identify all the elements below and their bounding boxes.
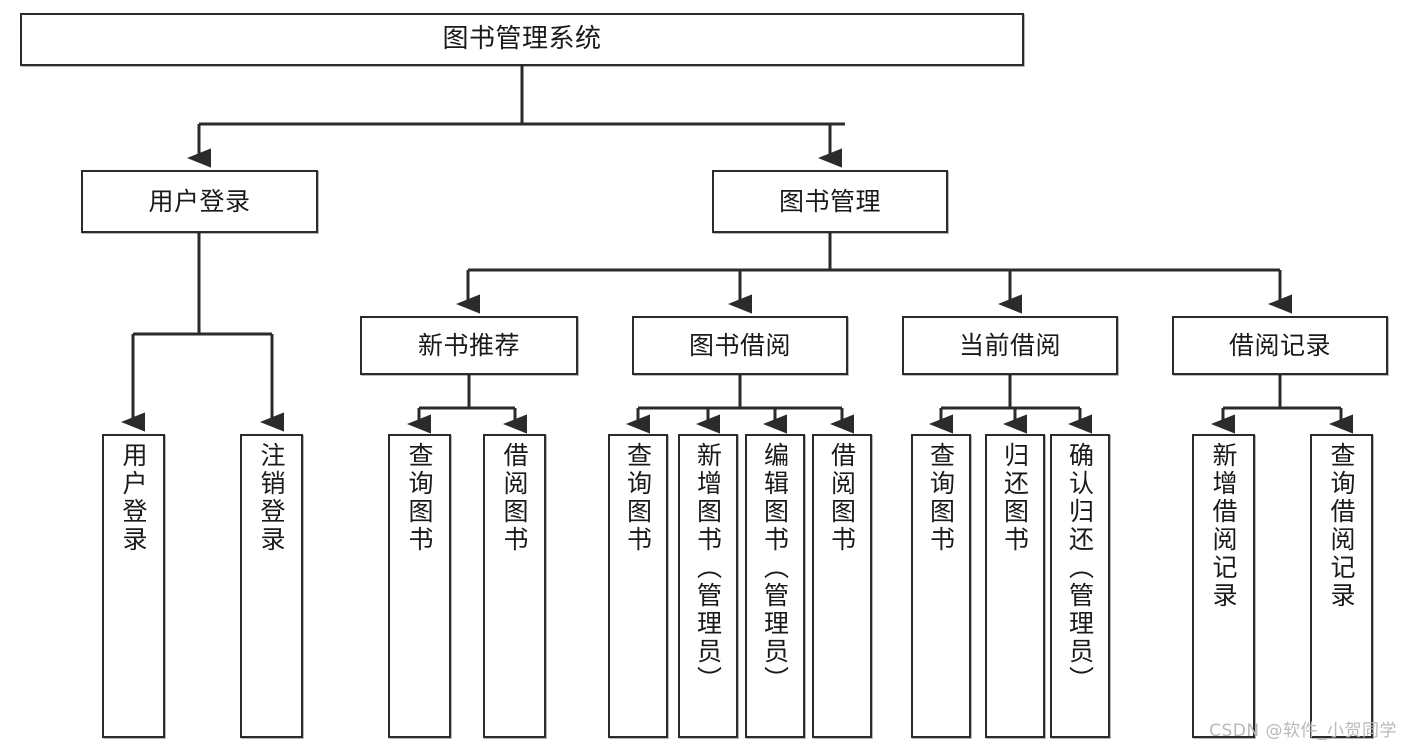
leaf-bookborrow-borrow-book-label: 借阅图书 (827, 442, 857, 554)
leaf-bookborrow-add-book[interactable]: 新增图书（管理员） (678, 434, 738, 738)
leaf-bookborrow-query-book-label: 查询图书 (623, 442, 653, 554)
node-current-borrow[interactable]: 当前借阅 (902, 316, 1118, 375)
leaf-currentborrow-confirm-return[interactable]: 确认归还（管理员） (1050, 434, 1110, 738)
node-book-manage-label: 图书管理 (778, 187, 881, 216)
node-root[interactable]: 图书管理系统 (20, 13, 1024, 66)
leaf-newbook-borrow-book[interactable]: 借阅图书 (483, 434, 546, 738)
node-borrow-record[interactable]: 借阅记录 (1172, 316, 1388, 375)
leaf-user-logout[interactable]: 注销登录 (240, 434, 303, 738)
leaf-borrowrecord-add-label: 新增借阅记录 (1209, 442, 1238, 610)
node-book-borrow-label: 图书借阅 (688, 331, 791, 360)
leaf-newbook-query-book-label: 查询图书 (405, 442, 434, 554)
leaf-newbook-query-book[interactable]: 查询图书 (388, 434, 451, 738)
csdn-watermark: CSDN @软件_小贺同学 (1209, 721, 1397, 741)
leaf-user-login-label: 用户登录 (119, 442, 148, 554)
node-root-label: 图书管理系统 (442, 24, 602, 55)
node-borrow-record-label: 借阅记录 (1228, 331, 1331, 360)
leaf-currentborrow-query-book-label: 查询图书 (926, 442, 956, 554)
leaf-user-logout-label: 注销登录 (257, 442, 286, 554)
leaf-borrowrecord-query-label: 查询借阅记录 (1327, 442, 1356, 610)
leaf-user-login[interactable]: 用户登录 (102, 434, 165, 738)
node-user-login-label: 用户登录 (148, 187, 251, 216)
leaf-currentborrow-return-book[interactable]: 归还图书 (985, 434, 1045, 738)
leaf-bookborrow-borrow-book[interactable]: 借阅图书 (812, 434, 872, 738)
leaf-borrowrecord-add[interactable]: 新增借阅记录 (1192, 434, 1255, 738)
leaf-currentborrow-query-book[interactable]: 查询图书 (911, 434, 971, 738)
leaf-currentborrow-confirm-return-label: 确认归还（管理员） (1065, 442, 1095, 694)
node-new-book-recommend-label: 新书推荐 (417, 331, 520, 360)
leaf-borrowrecord-query[interactable]: 查询借阅记录 (1310, 434, 1373, 738)
leaf-bookborrow-query-book[interactable]: 查询图书 (608, 434, 668, 738)
node-user-login[interactable]: 用户登录 (81, 170, 318, 233)
node-new-book-recommend[interactable]: 新书推荐 (360, 316, 578, 375)
leaf-bookborrow-edit-book-label: 编辑图书（管理员） (760, 442, 790, 694)
node-current-borrow-label: 当前借阅 (958, 331, 1061, 360)
leaf-currentborrow-return-book-label: 归还图书 (1000, 442, 1030, 554)
node-book-borrow[interactable]: 图书借阅 (632, 316, 848, 375)
leaf-bookborrow-edit-book[interactable]: 编辑图书（管理员） (745, 434, 805, 738)
leaf-newbook-borrow-book-label: 借阅图书 (500, 442, 529, 554)
leaf-bookborrow-add-book-label: 新增图书（管理员） (693, 442, 723, 694)
node-book-manage[interactable]: 图书管理 (712, 170, 948, 233)
